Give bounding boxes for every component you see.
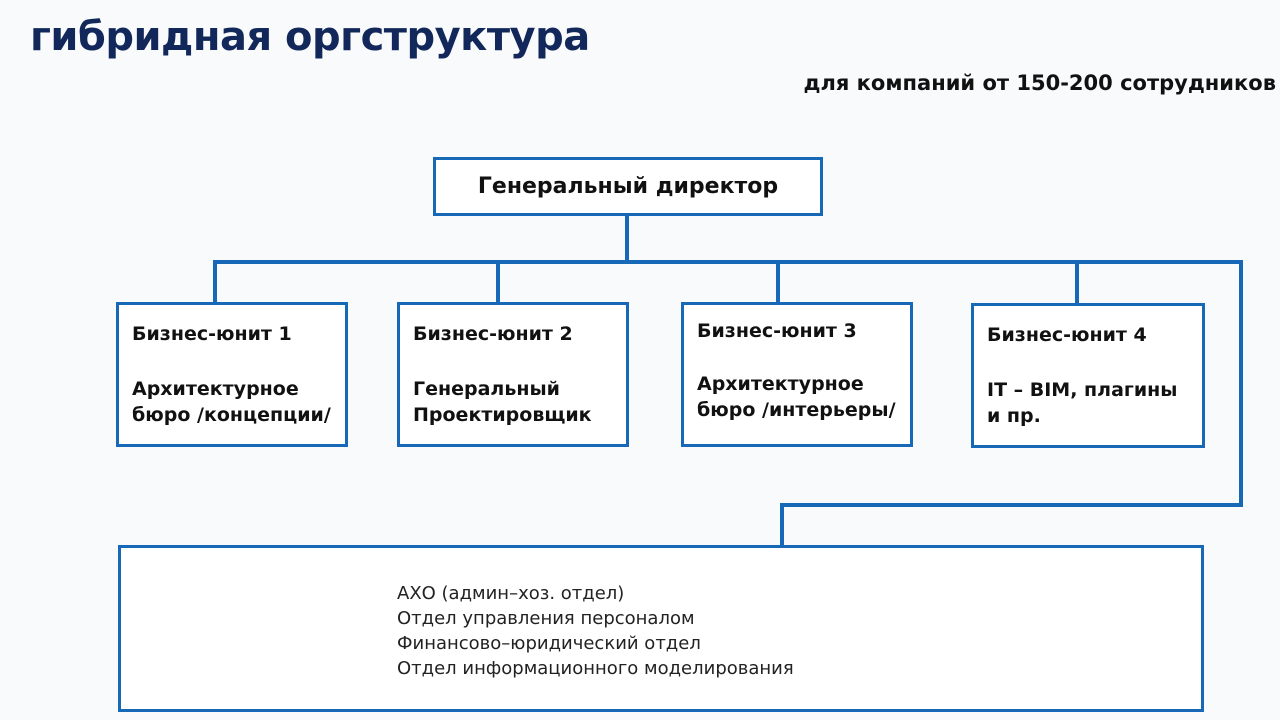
business-unit-2-box: Бизнес-юнит 2 Генеральный Проектировщик <box>397 302 629 447</box>
shared-departments-connector-line <box>780 260 1243 547</box>
business-unit-2-description: Генеральный Проектировщик <box>413 378 592 426</box>
business-unit-4-box: Бизнес-юнит 4 IT – BIM, плагины и пр. <box>971 303 1205 448</box>
business-unit-4-description: IT – BIM, плагины и пр. <box>987 379 1178 427</box>
business-unit-1-description: Архитектурное бюро /концепции/ <box>132 378 331 426</box>
slide-title: гибридная оргструктура <box>30 14 590 60</box>
department-item: АХО (админ–хоз. отдел) <box>397 583 625 604</box>
business-unit-1-number: Бизнес-юнит 1 <box>132 323 292 345</box>
business-unit-4-number: Бизнес-юнит 4 <box>987 324 1147 346</box>
shared-departments-list: АХО (админ–хоз. отдел) Отдел управления … <box>397 581 794 681</box>
ceo-label: Генеральный директор <box>477 174 779 199</box>
business-unit-3-description: Архитектурное бюро /интерьеры/ <box>697 373 896 421</box>
shared-departments-box: АХО (админ–хоз. отдел) Отдел управления … <box>118 545 1204 712</box>
slide-subtitle: для компаний от 150-200 сотрудников <box>803 71 1276 95</box>
business-unit-1-box: Бизнес-юнит 1 Архитектурное бюро /концеп… <box>116 302 348 447</box>
business-unit-2-number: Бизнес-юнит 2 <box>413 323 573 345</box>
department-item: Отдел управления персоналом <box>397 608 695 629</box>
department-item: Финансово–юридический отдел <box>397 633 701 654</box>
business-unit-3-number: Бизнес-юнит 3 <box>697 320 857 342</box>
business-unit-3-box: Бизнес-юнит 3 Архитектурное бюро /интерь… <box>681 302 913 447</box>
department-item: Отдел информационного моделирования <box>397 658 794 679</box>
ceo-box: Генеральный директор <box>433 157 823 216</box>
